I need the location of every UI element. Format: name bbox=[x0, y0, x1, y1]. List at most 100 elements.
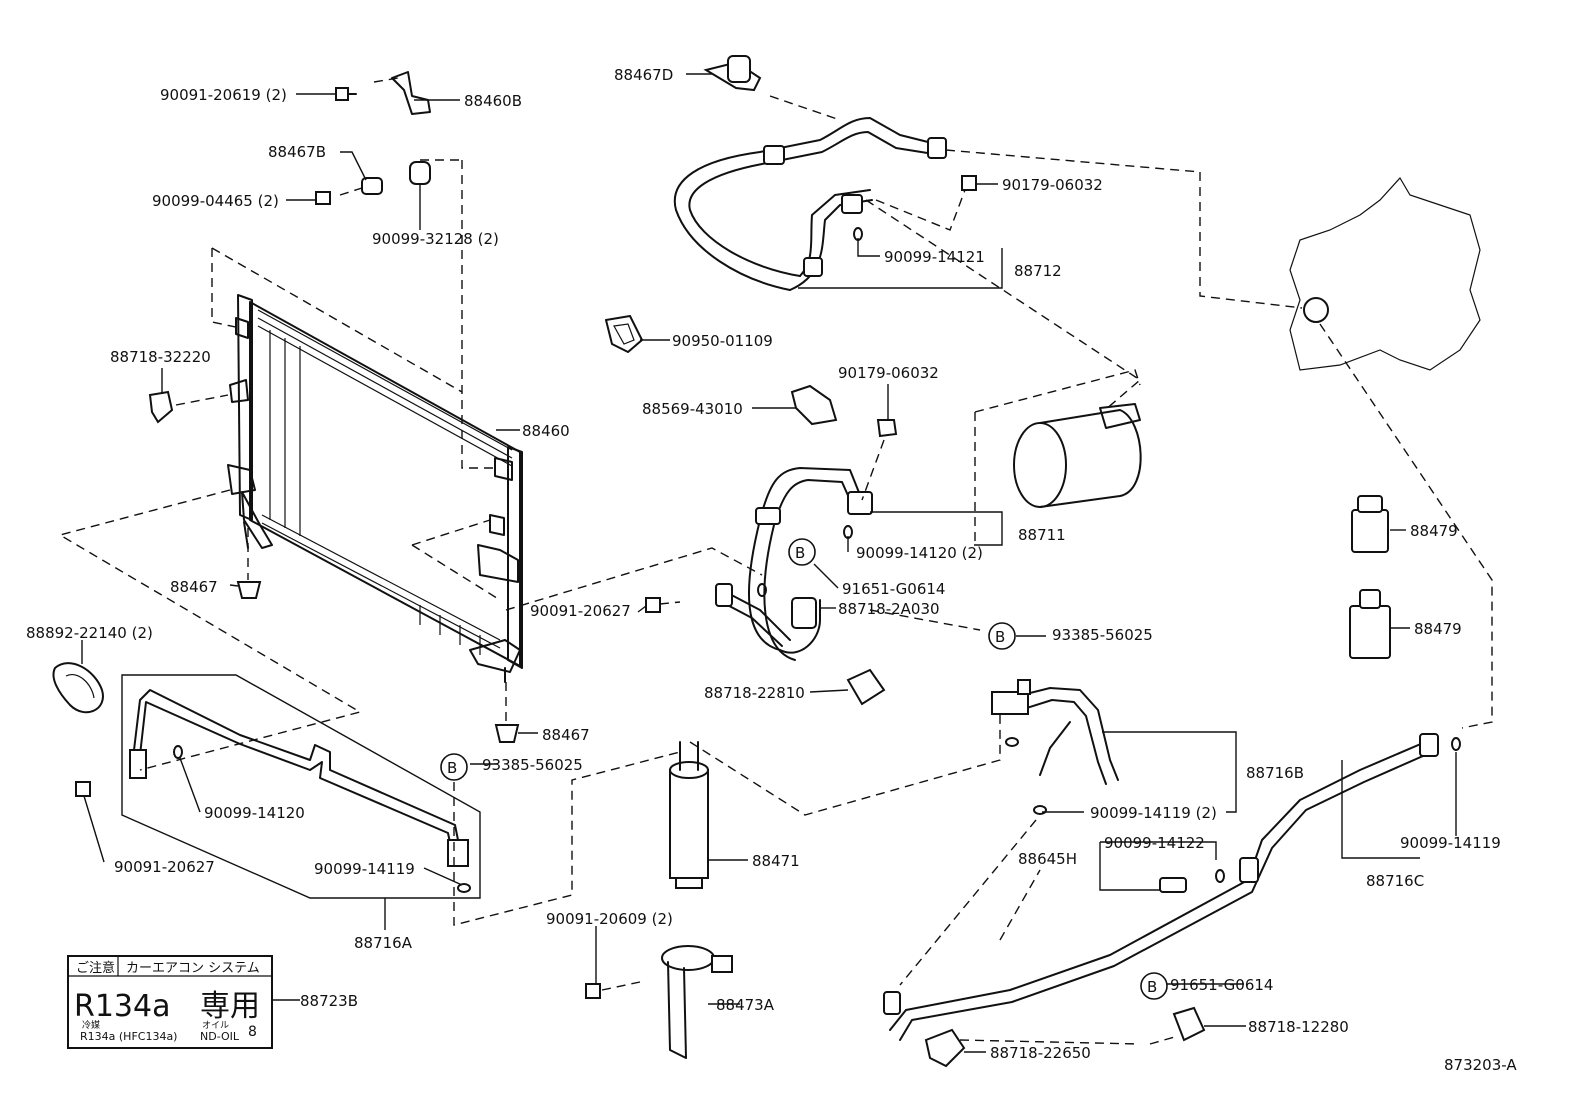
label-88718-22650: 88718-22650 bbox=[990, 1044, 1091, 1062]
nut-90179-06032-top bbox=[961, 175, 977, 191]
bolt-90099-04465 bbox=[315, 191, 331, 205]
compressor bbox=[1013, 403, 1142, 508]
label-88479-a: 88479 bbox=[1410, 522, 1458, 540]
collar-88467B bbox=[361, 177, 383, 195]
gasket-90950-01109 bbox=[605, 315, 643, 353]
label-88473A: 88473A bbox=[716, 996, 775, 1014]
receiver-88471 bbox=[669, 741, 709, 889]
label-90099-04465: 90099-04465 (2) bbox=[152, 192, 279, 210]
label-90099-14119-left: 90099-14119 bbox=[314, 860, 415, 878]
label-93385-56025-right: 93385-56025 bbox=[1052, 626, 1153, 644]
label-88645H: 88645H bbox=[1018, 850, 1077, 868]
marker-b-3: B bbox=[988, 622, 1016, 650]
label-88569-43010: 88569-43010 bbox=[642, 400, 743, 418]
label-88467D: 88467D bbox=[614, 66, 673, 84]
label-90099-14121: 90099-14121 bbox=[884, 248, 985, 266]
clip-88718-12280 bbox=[1172, 1006, 1206, 1042]
tube-88716A bbox=[121, 674, 481, 899]
label-88711: 88711 bbox=[1018, 526, 1066, 544]
marker-b-text: B bbox=[995, 628, 1005, 646]
bracket-88460B bbox=[391, 71, 431, 115]
label-90179-06032-top: 90179-06032 bbox=[1002, 176, 1103, 194]
label-oil-grade: 8 bbox=[248, 1024, 257, 1040]
marker-b-text: B bbox=[447, 759, 457, 777]
label-88718-12280: 88718-12280 bbox=[1248, 1018, 1349, 1036]
label-88460: 88460 bbox=[522, 422, 570, 440]
label-88716A: 88716A bbox=[354, 934, 413, 952]
label-91651-G0614-bottom: 91651-G0614 bbox=[1170, 976, 1273, 994]
diagram-id: 873203-A bbox=[1444, 1056, 1517, 1074]
bolt-90091-20627-left bbox=[75, 781, 91, 797]
label-90099-14119-right: 90099-14119 bbox=[1400, 834, 1501, 852]
label-oil-tag: オイル bbox=[202, 1020, 229, 1031]
o-rings bbox=[173, 227, 1461, 893]
label-oil-spec: ND-OIL bbox=[200, 1030, 240, 1043]
clip-88718-22650 bbox=[924, 1028, 966, 1068]
label-90091-20609: 90091-20609 (2) bbox=[546, 910, 673, 928]
label-90091-20627-left: 90091-20627 bbox=[114, 858, 215, 876]
part-labels: 90091-20619 (2) 88460B 88467B 90099-0446… bbox=[26, 66, 1517, 1074]
label-91651-G0614-mid: 91651-G0614 bbox=[842, 580, 945, 598]
caution-label-88723B: ご注意 カーエアコン システム R134a 専用 冷媒 R134a (HFC13… bbox=[67, 955, 273, 1049]
label-88467B: 88467B bbox=[268, 143, 326, 161]
bracket-88473A bbox=[661, 945, 733, 1059]
label-90099-14122: 90099-14122 bbox=[1104, 834, 1205, 852]
label-88467-bottom: 88467 bbox=[542, 726, 590, 744]
label-88892-22140: 88892-22140 (2) bbox=[26, 624, 153, 642]
grommet-88467-bottom bbox=[494, 724, 520, 743]
engine-block bbox=[1289, 176, 1481, 371]
marker-b-text: B bbox=[1147, 978, 1157, 996]
desiccant-88479-b bbox=[1349, 589, 1391, 659]
label-88467-top: 88467 bbox=[170, 578, 218, 596]
label-refrigerant-tag: 冷媒 bbox=[82, 1019, 100, 1031]
label-90179-06032-mid: 90179-06032 bbox=[838, 364, 939, 382]
cushion-90099-32128 bbox=[409, 161, 431, 185]
marker-b-4: B bbox=[1140, 972, 1168, 1000]
label-90099-14119-mid: 90099-14119 (2) bbox=[1090, 804, 1217, 822]
label-93385-56025-left: 93385-56025 bbox=[482, 756, 583, 774]
label-90950-01109: 90950-01109 bbox=[672, 332, 773, 350]
switch-88467D bbox=[703, 55, 762, 92]
clip-88718-22810 bbox=[846, 668, 886, 706]
label-88718-32220: 88718-32220 bbox=[110, 348, 211, 366]
marker-b-text: B bbox=[795, 544, 805, 562]
label-refrigerant-spec: R134a (HFC134a) bbox=[80, 1030, 177, 1043]
label-header-left: ご注意 bbox=[76, 960, 115, 976]
label-88460B: 88460B bbox=[464, 92, 522, 110]
label-exclusive: 専用 bbox=[200, 989, 260, 1024]
leader-lines bbox=[81, 73, 1457, 1053]
marker-b-1: B bbox=[440, 753, 468, 781]
tube-88716B bbox=[991, 679, 1237, 813]
condenser-88460 bbox=[227, 294, 523, 683]
label-88712: 88712 bbox=[1014, 262, 1062, 280]
label-88471: 88471 bbox=[752, 852, 800, 870]
tube-88716C bbox=[883, 733, 1439, 1041]
label-90091-20619: 90091-20619 (2) bbox=[160, 86, 287, 104]
bolt-90091-20627-mid bbox=[645, 597, 661, 613]
clip-88718-32220 bbox=[148, 390, 174, 424]
label-88718-2A030: 88718-2A030 bbox=[838, 600, 940, 618]
label-88479-b: 88479 bbox=[1414, 620, 1462, 638]
label-88718-22810: 88718-22810 bbox=[704, 684, 805, 702]
label-90099-14120-mid: 90099-14120 (2) bbox=[856, 544, 983, 562]
label-88716C: 88716C bbox=[1366, 872, 1424, 890]
grommet-88467-top bbox=[236, 581, 262, 599]
label-header-right: カーエアコン システム bbox=[126, 961, 260, 976]
label-90099-14120-left: 90099-14120 bbox=[204, 804, 305, 822]
label-90091-20627-mid: 90091-20627 bbox=[530, 602, 631, 620]
nut-90179-06032-mid bbox=[876, 419, 898, 438]
clamp-88892-22140 bbox=[52, 662, 104, 714]
bolt-90091-20619 bbox=[335, 87, 357, 101]
dashed-assembly-lines bbox=[58, 77, 1493, 1045]
hose-88712 bbox=[673, 117, 1003, 291]
hose-88711 bbox=[715, 467, 1003, 661]
label-88723B: 88723B bbox=[300, 992, 358, 1010]
desiccant-88479-a bbox=[1351, 495, 1389, 553]
bolt-90091-20609 bbox=[585, 983, 601, 999]
label-refrigerant: R134a bbox=[74, 989, 171, 1024]
label-88716B: 88716B bbox=[1246, 764, 1304, 782]
label-90099-32128: 90099-32128 (2) bbox=[372, 230, 499, 248]
marker-b-2: B bbox=[788, 538, 816, 566]
switch-88645H bbox=[1159, 877, 1187, 893]
